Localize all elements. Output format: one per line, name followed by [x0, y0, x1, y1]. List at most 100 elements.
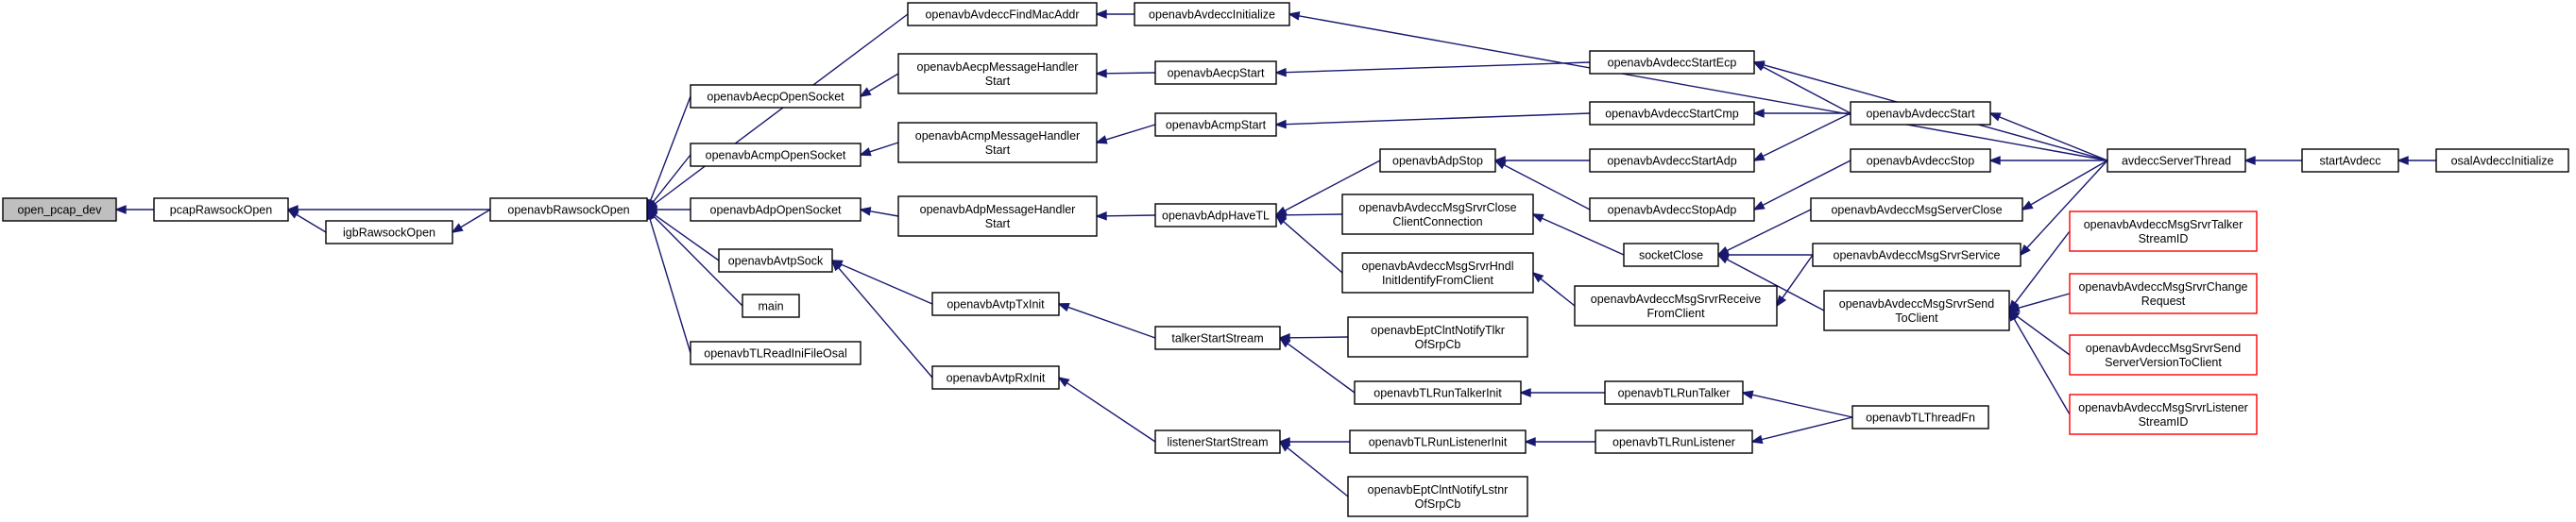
node-openavbTLRunListenerInit[interactable]: openavbTLRunListenerInit: [1349, 429, 1527, 454]
node-box: [1341, 252, 1534, 294]
node-openavbAvtpTxInit[interactable]: openavbAvtpTxInit: [931, 292, 1060, 316]
node-label: openavbAecpMessageHandler: [917, 60, 1079, 74]
edge-line: [653, 215, 743, 307]
node-label: openavbAcmpMessageHandler: [915, 129, 1080, 143]
node-label: ClientConnection: [1392, 215, 1482, 228]
node-box: [1379, 148, 1496, 173]
node-openavbTLReadIniFileOsal[interactable]: openavbTLReadIniFileOsal: [690, 341, 862, 365]
edge-line: [1105, 214, 1156, 217]
node-label: Request: [2141, 295, 2186, 308]
node-avdeccServerThread[interactable]: avdeccServerThread: [2107, 148, 2246, 173]
node-openavbAvdeccMsgSrvrCloseClientConnection[interactable]: openavbAvdeccMsgSrvrCloseClientConnectio…: [1341, 194, 1534, 235]
edge-arrowhead: [1057, 303, 1070, 312]
node-box: [2301, 148, 2399, 173]
node-box: [1604, 380, 1744, 405]
node-talkerStartStream[interactable]: talkerStartStream: [1154, 326, 1281, 350]
node-openavbAvdeccStartAdp[interactable]: openavbAvdeccStartAdp: [1589, 148, 1755, 173]
edge-line: [1762, 160, 1851, 207]
node-openavbAvdeccMsgSrvrSendServerVersionToClient[interactable]: openavbAvdeccMsgSrvrSendServerVersionToC…: [2069, 334, 2258, 376]
node-openavbTLRunTalker[interactable]: openavbTLRunTalker: [1604, 380, 1744, 405]
edge-arrowhead: [1752, 60, 1766, 70]
edge-arrowhead: [1278, 336, 1291, 348]
node-openavbAvdeccFindMacAddr[interactable]: openavbAvdeccFindMacAddr: [907, 2, 1098, 26]
node-box: [897, 122, 1098, 163]
node-box: [1134, 2, 1290, 26]
edge-arrowhead: [1988, 156, 2001, 165]
edge-line: [652, 154, 691, 203]
node-openavbAcmpStart[interactable]: openavbAcmpStart: [1154, 112, 1277, 137]
node-main[interactable]: main: [742, 294, 800, 318]
node-openavbAvdeccInitialize[interactable]: openavbAvdeccInitialize: [1134, 2, 1290, 26]
node-openavbTLThreadFn[interactable]: openavbTLThreadFn: [1851, 405, 1989, 429]
node-listenerStartStream[interactable]: listenerStartStream: [1154, 429, 1281, 454]
edge-arrowhead: [2007, 303, 2021, 312]
edge-openavbAcmpStart-to-openavbAcmpMessageHandlerStart: [1095, 124, 1156, 144]
node-label: pcapRawsockOpen: [170, 204, 272, 217]
node-label: openavbAdpStop: [1392, 155, 1483, 168]
edge-line: [1288, 336, 1349, 339]
node-openavbAvtpSock[interactable]: openavbAvtpSock: [718, 248, 833, 273]
node-label: Start: [985, 143, 1011, 157]
edge-line: [1782, 254, 1814, 299]
edge-arrowhead: [2021, 200, 2034, 210]
node-osalAvdeccInitialize[interactable]: osalAvdeccInitialize: [2435, 148, 2569, 173]
edge-osalAvdeccInitialize-to-startAvdecc: [2397, 156, 2436, 165]
edge-line: [649, 218, 691, 354]
node-openavbAdpStop[interactable]: openavbAdpStop: [1379, 148, 1496, 173]
node-openavbAvdeccMsgSrvrService[interactable]: openavbAvdeccMsgSrvrService: [1812, 243, 2022, 267]
edge-arrowhead: [1057, 376, 1070, 387]
node-label: open_pcap_dev: [18, 204, 103, 217]
edge-openavbAdpMessageHandlerStart-to-openavbAdpOpenSocket: [859, 207, 899, 217]
node-openavbAdpOpenSocket[interactable]: openavbAdpOpenSocket: [690, 197, 862, 222]
node-label: openavbAvdeccInitialize: [1149, 8, 1275, 22]
node-box: [2069, 394, 2258, 435]
node-openavbRawsockOpen[interactable]: openavbRawsockOpen: [489, 197, 648, 222]
node-openavbAvdeccStartEcp[interactable]: openavbAvdeccStartEcp: [1589, 50, 1755, 75]
node-box: [931, 292, 1060, 316]
node-openavbTLRunListener[interactable]: openavbTLRunListener: [1595, 429, 1753, 454]
node-openavbAvdeccMsgServerClose[interactable]: openavbAvdeccMsgServerClose: [1810, 197, 2023, 222]
node-openavbAvdeccStart[interactable]: openavbAvdeccStart: [1850, 101, 1991, 126]
node-label: openavbAvdeccMsgSrvrChange: [2078, 280, 2247, 294]
edge-line: [1761, 416, 1853, 441]
node-label: openavbAvdeccMsgSrvrClose: [1358, 201, 1516, 214]
node-openavbAvtpRxInit[interactable]: openavbAvtpRxInit: [931, 365, 1060, 390]
node-openavbAvdeccStartCmp[interactable]: openavbAvdeccStartCmp: [1589, 101, 1755, 126]
edge-openavbTLRunListenerInit-to-listenerStartStream: [1278, 437, 1350, 446]
node-box: [2, 197, 117, 222]
edge-line: [1540, 278, 1576, 307]
node-openavbAcmpOpenSocket[interactable]: openavbAcmpOpenSocket: [690, 143, 862, 167]
node-startAvdecc[interactable]: startAvdecc: [2301, 148, 2399, 173]
edge-line: [1285, 213, 1343, 216]
edge-arrowhead: [1752, 151, 1766, 161]
node-openavbAdpHaveTL[interactable]: openavbAdpHaveTL: [1154, 203, 1277, 227]
edge-avdeccServerThread-to-openavbAvdeccInitialize: [1288, 11, 2108, 161]
edge-startAvdecc-to-avdeccServerThread: [2243, 156, 2302, 165]
node-label: openavbAvdeccStop: [1867, 155, 1974, 168]
node-openavbAvdeccStopAdp[interactable]: openavbAvdeccStopAdp: [1589, 197, 1755, 222]
node-openavbAecpOpenSocket[interactable]: openavbAecpOpenSocket: [690, 84, 862, 109]
edge-avdeccServerThread-to-openavbAvdeccStart: [1988, 112, 2108, 161]
edge-openavbAcmpMessageHandlerStart-to-openavbAcmpOpenSocket: [859, 142, 899, 157]
node-igbRawsockOpen[interactable]: igbRawsockOpen: [325, 220, 453, 244]
node-openavbTLRunTalkerInit[interactable]: openavbTLRunTalkerInit: [1354, 380, 1522, 405]
node-pcapRawsockOpen[interactable]: pcapRawsockOpen: [153, 197, 289, 222]
node-socketClose[interactable]: socketClose: [1623, 243, 1719, 267]
node-openavbAecpStart[interactable]: openavbAecpStart: [1154, 60, 1277, 85]
node-openavbAvdeccStop[interactable]: openavbAvdeccStop: [1850, 148, 1991, 173]
node-openavbAvdeccMsgSrvrHndlInitIdentifyFromClient[interactable]: openavbAvdeccMsgSrvrHndlInitIdentifyFrom…: [1341, 252, 1534, 294]
node-box: [718, 248, 833, 273]
edge-line: [1285, 112, 1591, 126]
